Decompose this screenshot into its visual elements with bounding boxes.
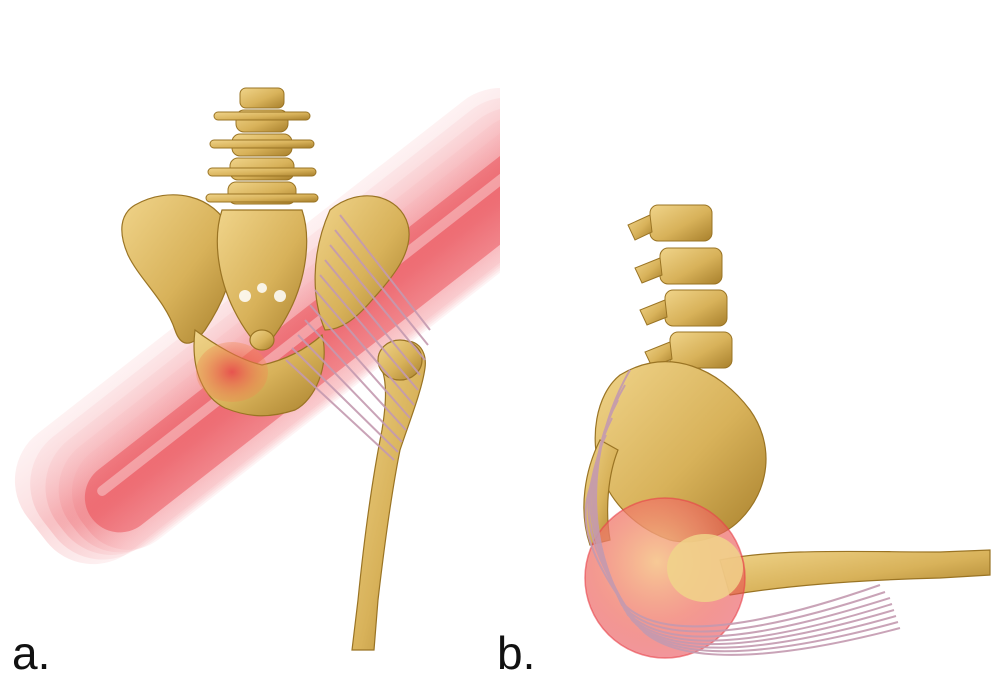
panel-label-a: a. [12,630,50,676]
hip-joint-highlight [196,342,268,402]
lumbar-spine [206,88,318,204]
panel-b-lateral-pelvis-view [500,0,995,675]
panel-a-illustration [0,0,500,675]
panel-a-posterior-pelvis-view [0,0,500,675]
femur-bone-lateral [720,550,990,595]
lumbar-spine-lateral [628,205,732,368]
panel-b-illustration [500,0,995,675]
panel-label-b: b. [497,630,535,676]
femoral-head [667,534,743,602]
